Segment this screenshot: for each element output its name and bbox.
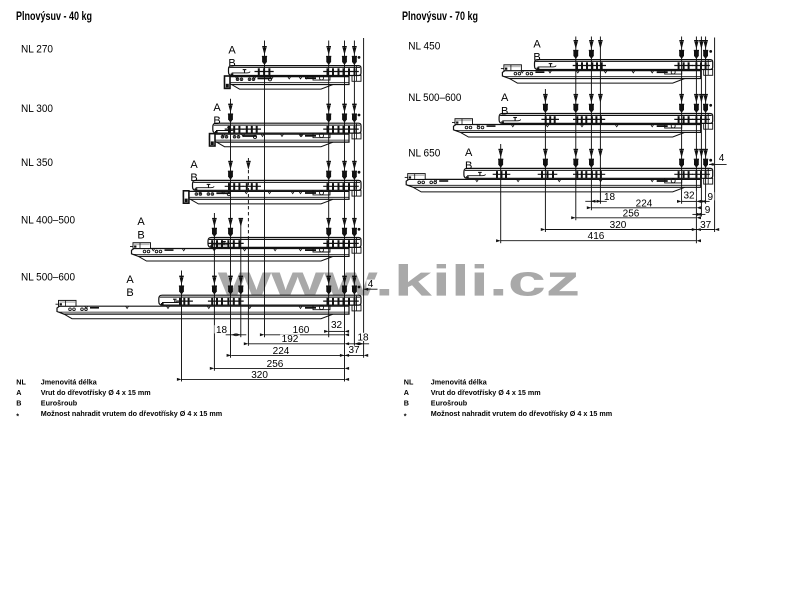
svg-text:A: A bbox=[16, 388, 21, 397]
svg-text:B: B bbox=[190, 172, 197, 184]
svg-text:37: 37 bbox=[348, 345, 360, 356]
svg-text:A: A bbox=[190, 159, 198, 171]
svg-text:32: 32 bbox=[331, 320, 343, 331]
svg-text:Plnovýsuv - 40 kg: Plnovýsuv - 40 kg bbox=[16, 9, 92, 23]
svg-text:Jmenovitá délka: Jmenovitá délka bbox=[41, 378, 98, 387]
svg-text:18: 18 bbox=[357, 332, 369, 343]
svg-text:B: B bbox=[533, 51, 540, 63]
svg-text:NL: NL bbox=[16, 378, 26, 387]
svg-text:A: A bbox=[137, 216, 145, 228]
svg-text:B: B bbox=[137, 229, 144, 241]
svg-text:NL 270: NL 270 bbox=[21, 43, 53, 55]
svg-text:NL 400–500: NL 400–500 bbox=[21, 214, 75, 226]
svg-text:Vrut do dřevotřísky Ø 4 x 15 m: Vrut do dřevotřísky Ø 4 x 15 mm bbox=[431, 388, 541, 397]
svg-text:A: A bbox=[404, 388, 409, 397]
svg-text:NL 500–600: NL 500–600 bbox=[21, 271, 75, 283]
svg-text:Eurošroub: Eurošroub bbox=[431, 398, 468, 407]
svg-text:A: A bbox=[533, 38, 541, 50]
svg-text:Jmenovitá délka: Jmenovitá délka bbox=[431, 378, 488, 387]
svg-text:Eurošroub: Eurošroub bbox=[41, 398, 78, 407]
svg-text:4: 4 bbox=[368, 279, 374, 290]
svg-text:4: 4 bbox=[719, 153, 725, 164]
svg-text:Vrut do dřevotřísky Ø 4 x 15 m: Vrut do dřevotřísky Ø 4 x 15 mm bbox=[41, 388, 151, 397]
svg-text:*: * bbox=[404, 411, 407, 420]
svg-text:NL 350: NL 350 bbox=[21, 157, 53, 169]
svg-text:9: 9 bbox=[708, 192, 714, 203]
svg-text:160: 160 bbox=[293, 325, 310, 336]
svg-text:320: 320 bbox=[610, 220, 627, 231]
svg-text:B: B bbox=[126, 287, 133, 299]
svg-text:Plnovýsuv - 70 kg: Plnovýsuv - 70 kg bbox=[402, 9, 478, 23]
svg-text:NL 650: NL 650 bbox=[408, 148, 440, 160]
svg-text:9: 9 bbox=[705, 205, 711, 216]
svg-text:320: 320 bbox=[251, 370, 268, 381]
svg-text:B: B bbox=[16, 398, 21, 407]
svg-text:224: 224 bbox=[636, 198, 653, 209]
svg-text:A: A bbox=[465, 147, 473, 159]
svg-text:A: A bbox=[501, 92, 509, 104]
svg-text:256: 256 bbox=[623, 209, 640, 220]
svg-text:NL 450: NL 450 bbox=[408, 40, 440, 52]
svg-text:18: 18 bbox=[604, 192, 616, 203]
svg-text:B: B bbox=[501, 105, 508, 117]
svg-text:Možnost nahradit vrutem do dře: Možnost nahradit vrutem do dřevotřísky Ø… bbox=[41, 409, 222, 418]
svg-text:256: 256 bbox=[267, 359, 284, 370]
svg-text:B: B bbox=[228, 57, 235, 69]
svg-text:B: B bbox=[465, 160, 472, 172]
svg-text:192: 192 bbox=[282, 334, 299, 345]
svg-text:37: 37 bbox=[700, 220, 712, 231]
svg-text:NL 300: NL 300 bbox=[21, 103, 53, 115]
svg-text:B: B bbox=[213, 115, 220, 127]
svg-text:Možnost nahradit vrutem do dře: Možnost nahradit vrutem do dřevotřísky Ø… bbox=[431, 409, 612, 418]
svg-text:18: 18 bbox=[216, 325, 228, 336]
svg-text:NL 500–600: NL 500–600 bbox=[408, 92, 461, 104]
svg-text:A: A bbox=[213, 102, 221, 114]
svg-text:32: 32 bbox=[683, 191, 695, 202]
svg-text:224: 224 bbox=[273, 346, 290, 357]
svg-text:NL: NL bbox=[404, 378, 414, 387]
svg-text:B: B bbox=[404, 398, 409, 407]
svg-text:416: 416 bbox=[588, 231, 605, 242]
svg-text:*: * bbox=[16, 411, 19, 420]
svg-text:A: A bbox=[228, 44, 236, 56]
svg-text:A: A bbox=[126, 274, 134, 286]
